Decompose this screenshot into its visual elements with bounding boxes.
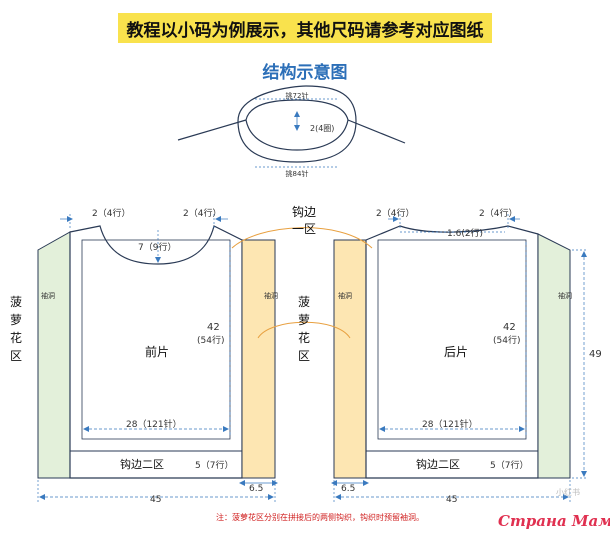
crochet-zone1-line1: 钩边: [292, 205, 316, 219]
pineapple-zone-char: 区: [298, 349, 310, 363]
front-neck-depth: 7（9行）: [138, 241, 176, 253]
back-green-side: [537, 233, 571, 479]
site-watermark: Страна Мам: [498, 512, 610, 530]
front-total-width: 45: [150, 495, 161, 505]
back-panel: [333, 225, 571, 479]
crochet-zone1-line2: 一区: [292, 222, 316, 236]
front-crochet-zone2: 钩边二区: [120, 457, 164, 471]
back-width: 28（121针）: [422, 418, 478, 430]
front-bottom-band: 5（7行）: [195, 459, 233, 471]
front-shoulder-right: 2（4行）: [183, 207, 221, 219]
back-panel-name: 后片: [444, 345, 468, 359]
platform-tag: 小红书: [556, 488, 580, 497]
collar-side-label: 2(4圈): [310, 124, 334, 133]
back-neck-depth: 1.6(2行): [447, 227, 483, 239]
collar-strap-left: [177, 119, 247, 141]
front-height-rows: (54行): [197, 334, 224, 346]
back-bottom-band: 5（7行）: [490, 459, 528, 471]
back-height-rows: (54行): [493, 334, 520, 346]
back-height: 42: [503, 322, 516, 333]
back-crochet-zone2: 钩边二区: [416, 457, 460, 471]
left-pineapple-char: 区: [10, 349, 22, 363]
tutorial-banner: 教程以小码为例展示，其他尺码请参考对应图纸: [118, 13, 492, 43]
back-shoulder-left: 2（4行）: [376, 207, 414, 219]
back-total-width: 45: [446, 495, 457, 505]
pineapple-zone-char: 菠: [298, 295, 310, 309]
front-armhole-right-label: 袖洞: [264, 291, 278, 300]
back-shoulder-right: 2（4行）: [479, 207, 517, 219]
collar-strap-right: [347, 119, 406, 144]
collar-top-label: 挑72针: [286, 91, 309, 100]
left-pineapple-char: 菠: [10, 295, 22, 309]
pineapple-zone-arc: [257, 321, 351, 339]
front-height: 42: [207, 322, 220, 333]
back-side-width: 6.5: [341, 484, 355, 494]
diagram-title: 结构示意图: [262, 63, 348, 83]
front-green-side: [37, 231, 71, 479]
front-panel-name: 前片: [145, 344, 169, 359]
footnote: 注：菠萝花区分别在拼接后的两侧钩织，钩织时预留袖洞。: [216, 513, 424, 522]
pineapple-zone-char: 花: [298, 330, 310, 345]
left-pineapple-char: 萝: [10, 313, 22, 327]
back-armhole-left-label: 袖洞: [338, 291, 352, 300]
pineapple-zone-char: 萝: [298, 313, 310, 327]
back-total-height: 49: [589, 349, 602, 360]
front-shoulder-left: 2（4行）: [92, 207, 130, 219]
front-width: 28（121针）: [126, 418, 182, 430]
collar-bottom-label: 挑84针: [286, 169, 309, 178]
front-yellow-panel: [241, 239, 276, 479]
left-pineapple-char: 花: [10, 330, 22, 345]
front-side-width: 6.5: [249, 484, 263, 494]
front-panel: [37, 225, 276, 479]
back-yellow-panel: [333, 239, 367, 479]
front-armhole-label: 袖洞: [41, 291, 55, 300]
back-armhole-label: 袖洞: [558, 291, 572, 300]
crochet-zone1-arc: [231, 227, 373, 249]
